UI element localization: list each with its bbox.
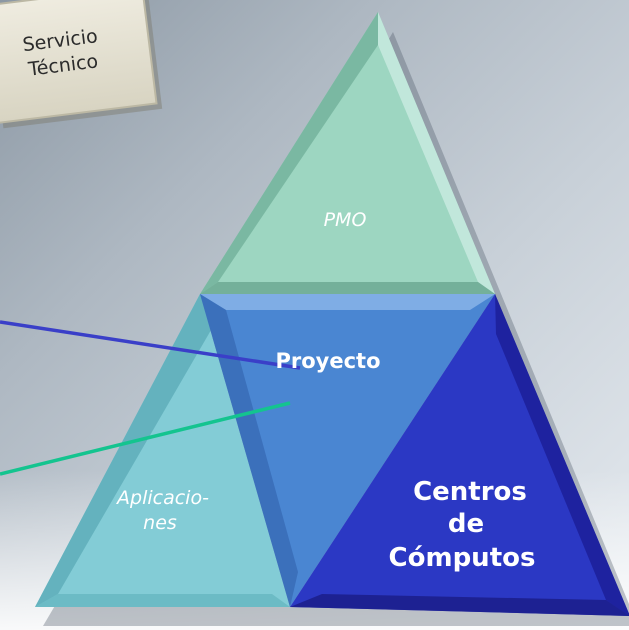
pmo-label: PMO bbox=[324, 209, 367, 231]
pyramid-left-segment bbox=[35, 294, 290, 607]
computos-label-line-2: de bbox=[448, 509, 484, 539]
pmo-face bbox=[200, 12, 495, 294]
aplicaciones-bevel-left bbox=[35, 294, 218, 607]
pyramid-right-segment bbox=[290, 294, 629, 616]
pointer-line-green bbox=[0, 401, 291, 476]
computos-label-line-3: Cómputos bbox=[389, 543, 536, 573]
aplicaciones-label-line-1: Aplicacio- bbox=[115, 487, 209, 509]
pmo-bevel-left bbox=[200, 12, 378, 294]
proyecto-label: Proyecto bbox=[275, 349, 380, 373]
aplicaciones-face bbox=[35, 294, 290, 607]
pyramid-middle-segment bbox=[200, 294, 495, 607]
computos-label-line-1: Centros bbox=[413, 477, 527, 507]
pointer-line-blue bbox=[0, 320, 301, 370]
servicio-tecnico-note: Servicio Técnico bbox=[0, 0, 163, 129]
proyecto-bevel-left bbox=[200, 294, 298, 607]
pmo-bevel-bottom bbox=[200, 282, 495, 294]
computos-bevel-right bbox=[495, 294, 629, 616]
aplicaciones-label-line-2: nes bbox=[143, 512, 177, 534]
pmo-bevel-right bbox=[378, 12, 495, 294]
aplicaciones-bevel-bottom bbox=[35, 594, 290, 607]
proyecto-bevel-top bbox=[200, 294, 495, 310]
pyramid-top-segment bbox=[200, 12, 495, 294]
computos-bevel-bottom bbox=[290, 594, 629, 616]
computos-face bbox=[290, 294, 629, 616]
